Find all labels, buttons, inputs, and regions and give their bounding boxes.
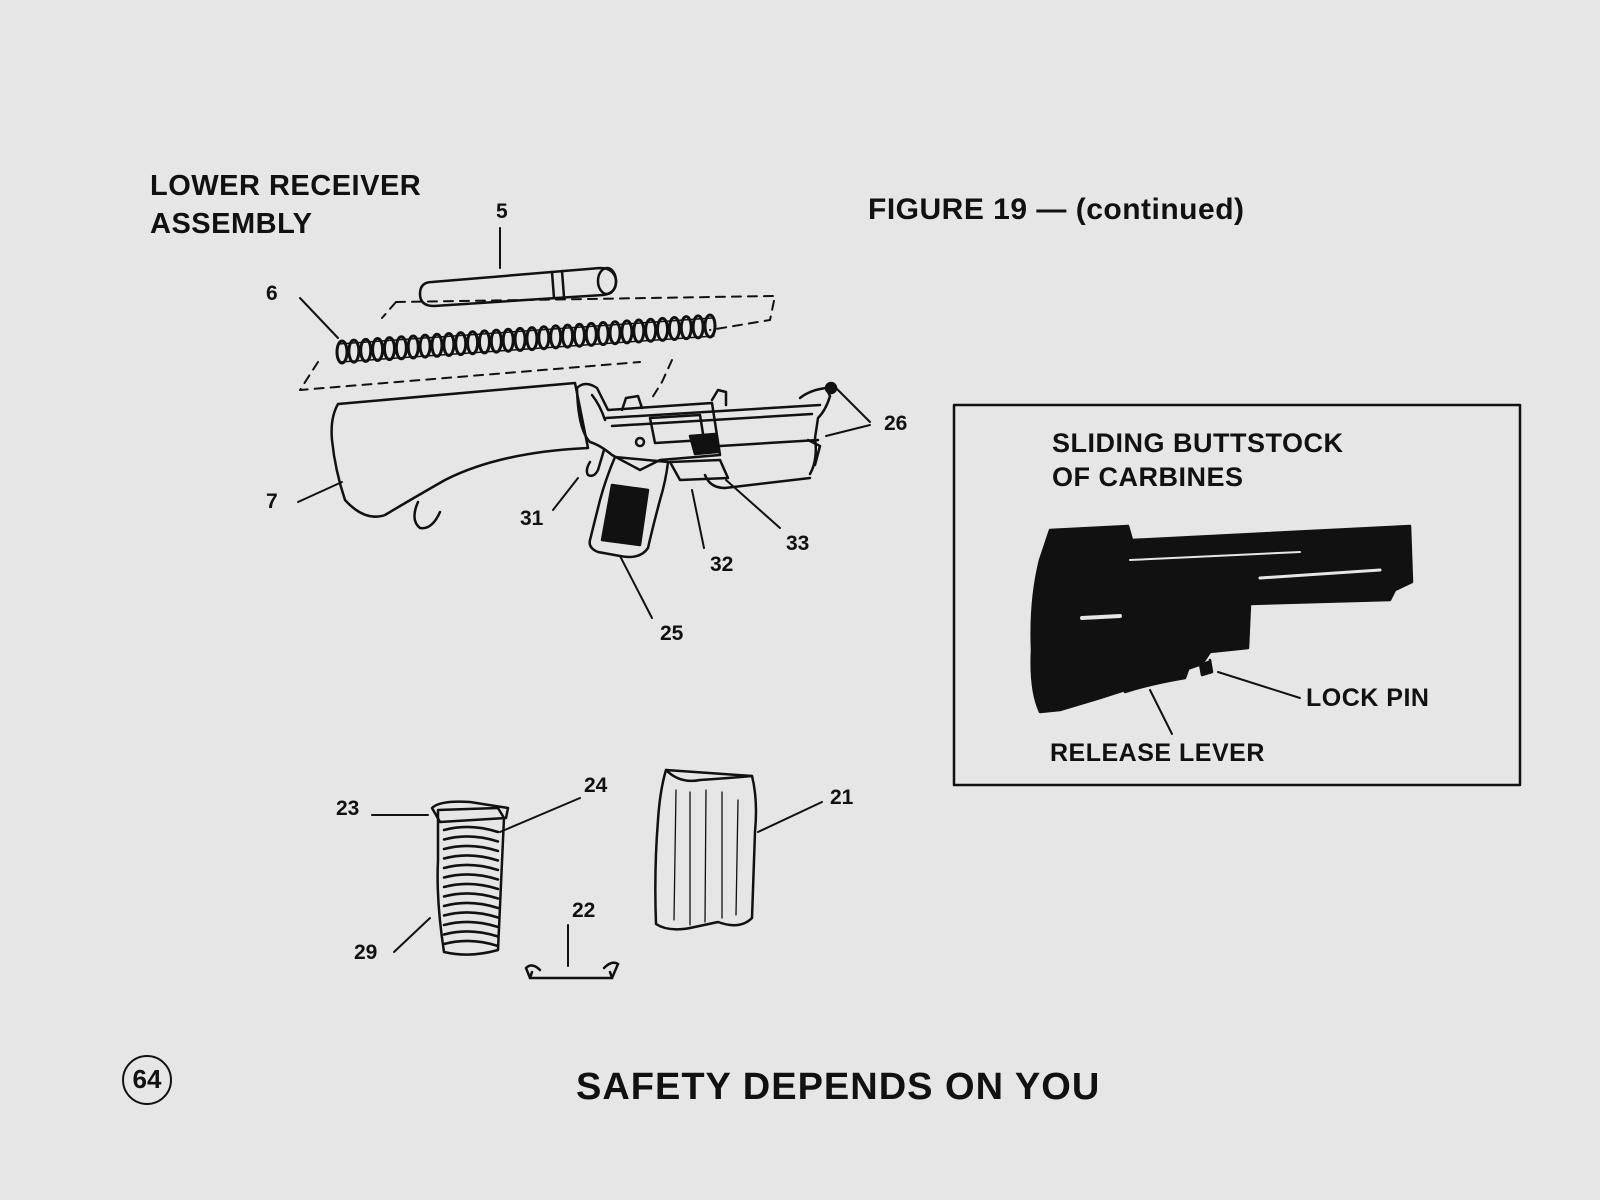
spring-coil xyxy=(596,321,610,347)
spring-coil xyxy=(620,319,634,345)
spring-coil xyxy=(644,317,658,343)
spring-coil xyxy=(703,313,717,339)
inset-leaders xyxy=(1149,671,1301,735)
leader-lines-upper xyxy=(297,227,871,619)
part-lower-receiver xyxy=(575,381,838,490)
magazine-spring-coil xyxy=(442,939,500,948)
sliding-buttstock xyxy=(1030,524,1414,714)
spring-coil xyxy=(489,328,503,354)
callout-24: 24 xyxy=(584,774,608,797)
heading-line-1: LOWER RECEIVER xyxy=(150,170,422,202)
lock-pin-label: LOCK PIN xyxy=(1306,684,1430,712)
spring-coil xyxy=(561,323,575,349)
callout-25: 25 xyxy=(660,622,684,645)
page-number: 64 xyxy=(122,1055,172,1105)
callout-32: 32 xyxy=(710,553,734,576)
part-31 xyxy=(585,448,606,478)
spring-coil xyxy=(394,335,408,361)
spring-coil xyxy=(466,330,480,356)
callout-21: 21 xyxy=(830,786,854,809)
figure-title: FIGURE 19 — (continued) xyxy=(868,193,1245,226)
spring-coils xyxy=(335,313,717,365)
spring-coil xyxy=(656,316,670,342)
magazine-spring-coil xyxy=(442,892,500,900)
magazine-spring-coil xyxy=(442,835,500,843)
callout-29: 29 xyxy=(354,941,378,964)
heading-line-2: ASSEMBLY xyxy=(150,208,313,240)
footer-safety-text: SAFETY DEPENDS ON YOU xyxy=(576,1066,1101,1108)
part-magazine-tube xyxy=(654,768,758,931)
spring-coil xyxy=(513,326,527,352)
callout-33: 33 xyxy=(786,532,810,555)
callout-22: 22 xyxy=(572,899,596,922)
spring-coil xyxy=(501,327,515,353)
callout-23: 23 xyxy=(336,797,360,820)
spring-coil xyxy=(335,339,349,365)
spring-coil xyxy=(572,322,586,348)
callout-31: 31 xyxy=(520,507,544,530)
magazine-spring-coil xyxy=(442,844,500,853)
spring-coil xyxy=(454,331,468,357)
spring-coil xyxy=(667,316,681,342)
magazine-spring-coil xyxy=(442,882,500,891)
spring-coil xyxy=(679,315,693,341)
spring-coil xyxy=(537,325,551,351)
spring-coil xyxy=(418,333,432,359)
spring-coil xyxy=(406,334,420,360)
inset-title-line-2: OF CARBINES xyxy=(1052,462,1244,492)
spring-coil xyxy=(549,324,563,350)
part-buttstock xyxy=(330,381,590,530)
phantom-outline xyxy=(299,295,776,399)
spring-coil xyxy=(382,336,396,362)
magazine-spring-coil xyxy=(442,873,500,881)
spring-coil xyxy=(691,314,705,340)
inset-frame xyxy=(952,403,1522,787)
magazine-spring-coils xyxy=(442,825,500,948)
part-pistol-grip xyxy=(588,455,670,559)
spring-coil xyxy=(477,329,491,355)
spring-coil xyxy=(371,336,385,362)
spring-coil xyxy=(525,326,539,352)
spring-coil xyxy=(632,318,646,344)
magazine-spring-coil xyxy=(442,825,500,834)
callout-5: 5 xyxy=(496,200,508,223)
magazine-spring-coil xyxy=(442,920,500,929)
inset-title-line-1: SLIDING BUTTSTOCK xyxy=(1052,428,1344,458)
part-floorplate xyxy=(524,961,620,980)
spring-coil xyxy=(359,337,373,363)
spring-coil xyxy=(608,320,622,346)
leader-lines-lower xyxy=(371,797,823,967)
magazine-spring-coil xyxy=(442,901,500,910)
magazine-spring-coil xyxy=(442,930,500,938)
magazine-spring-coil xyxy=(442,854,500,862)
spring-coil xyxy=(347,338,361,364)
callout-26: 26 xyxy=(884,412,908,435)
spring-coil xyxy=(442,331,456,357)
magazine-spring-coil xyxy=(442,911,500,919)
part-buffer xyxy=(418,266,618,308)
callout-7: 7 xyxy=(266,490,278,513)
callout-6: 6 xyxy=(266,282,278,305)
spring-coil xyxy=(584,321,598,347)
spring-coil xyxy=(430,332,444,358)
magazine-spring-coil xyxy=(442,863,500,872)
release-lever-label: RELEASE LEVER xyxy=(1050,739,1265,767)
part-magazine-spring xyxy=(430,800,510,956)
